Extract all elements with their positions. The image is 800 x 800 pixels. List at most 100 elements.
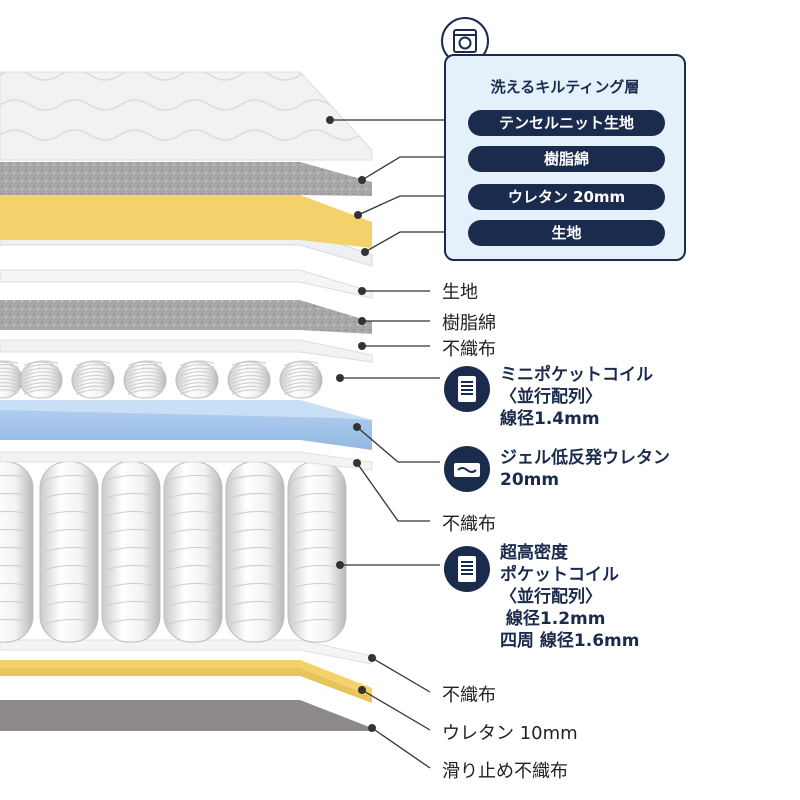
- coil-stripe: [283, 367, 319, 374]
- coil-stripe: [167, 474, 219, 481]
- leader-dots: [326, 116, 376, 732]
- label-nonwoven-1: 不織布: [442, 339, 496, 360]
- coil-stripe: [23, 360, 59, 367]
- coil-stripe: [23, 378, 59, 385]
- coil-stripe: [179, 374, 215, 381]
- coil-stripe: [127, 360, 163, 367]
- washable-quilting-layer-box: 洗えるキルティング層 テンセルニット生地 樹脂綿 ウレタン 20mm 生地: [444, 54, 686, 261]
- coil-stripe: [0, 528, 30, 533]
- pocket-coil: [39, 461, 99, 643]
- pocket-coil: [0, 461, 34, 643]
- coil-stripe: [167, 528, 219, 535]
- box-item-fabric: 生地: [468, 220, 665, 246]
- coil-stripe: [23, 367, 59, 374]
- coil-stripe: [0, 378, 19, 383]
- coil-stripe: [229, 528, 281, 535]
- coil-stripe: [105, 474, 157, 481]
- coil-stripe: [0, 371, 19, 375]
- coil-stripe: [283, 378, 319, 385]
- coil-stripe: [127, 389, 163, 395]
- label-urethane-10mm: ウレタン 10mm: [442, 723, 578, 744]
- pocket-coil-icon: [444, 546, 490, 592]
- box-title: 洗えるキルティング層: [490, 78, 640, 96]
- coil-stripe: [283, 371, 319, 377]
- coil-stripe: [167, 546, 219, 553]
- label-gel-urethane: ジェル低反発ウレタン 20mm: [500, 448, 670, 490]
- coil-stripe: [43, 492, 95, 499]
- coil-stripe: [283, 364, 319, 370]
- coil-stripe: [0, 474, 30, 479]
- coil-stripe: [23, 364, 59, 370]
- coil-stripe: [105, 564, 157, 571]
- coil-stripe: [75, 364, 111, 370]
- coil-stripe: [75, 374, 111, 381]
- coil-stripe: [127, 364, 163, 370]
- coil-stripe: [291, 600, 343, 607]
- quilt-urethane-layer: [0, 195, 372, 248]
- mini-coil-icon: [444, 366, 490, 412]
- coil-stripe: [105, 582, 157, 589]
- coil-stripe: [179, 364, 215, 370]
- coil-stripe: [23, 371, 59, 377]
- coil-stripe: [231, 382, 267, 388]
- mini-coil: [175, 361, 219, 399]
- mini-coil: [227, 361, 271, 399]
- coil-stripe: [105, 528, 157, 535]
- coil-stripe: [43, 546, 95, 553]
- coil-stripe: [75, 371, 111, 377]
- coil-stripe: [229, 618, 281, 625]
- coil-stripe: [179, 367, 215, 374]
- coil-stripe: [231, 374, 267, 381]
- coil-stripe: [43, 582, 95, 589]
- coil-stripe: [167, 492, 219, 499]
- coil-stripe: [75, 360, 111, 367]
- tencel-knit-layer: [0, 71, 373, 161]
- coil-stripe: [291, 582, 343, 589]
- coil-stripe: [291, 546, 343, 553]
- coil-stripe: [231, 360, 267, 367]
- coil-stripe: [0, 382, 19, 386]
- coil-stripe: [283, 389, 319, 395]
- pocket-coil: [101, 461, 161, 643]
- coil-stripe: [105, 492, 157, 499]
- coil-stripe: [75, 382, 111, 388]
- label-fabric: 生地: [442, 282, 478, 303]
- coil-stripe: [167, 510, 219, 517]
- coil-stripe: [0, 582, 30, 587]
- coil-stripe: [0, 510, 30, 515]
- coil-stripe: [105, 618, 157, 625]
- coil-stripe: [0, 492, 30, 497]
- coil-stripe: [43, 528, 95, 535]
- coil-stripe: [0, 564, 30, 569]
- coil-stripe: [127, 382, 163, 388]
- coil-stripe: [283, 382, 319, 388]
- coil-stripe: [0, 618, 30, 623]
- coil-stripe: [43, 600, 95, 607]
- coil-stripe: [291, 492, 343, 499]
- coil-stripe: [167, 600, 219, 607]
- coil-stripe: [127, 367, 163, 374]
- pocket-coil: [287, 461, 347, 643]
- mini-coil: [19, 361, 63, 399]
- fabric-layer: [0, 269, 373, 299]
- coil-stripe: [167, 564, 219, 571]
- mini-coil: [123, 361, 167, 399]
- label-nonwoven-2: 不織布: [442, 514, 496, 535]
- coil-stripe: [179, 382, 215, 388]
- coil-stripe: [229, 582, 281, 589]
- coil-stripe: [291, 510, 343, 517]
- coil-stripe: [127, 385, 163, 392]
- label-nonwoven-3: 不織布: [442, 685, 496, 706]
- coil-stripe: [0, 600, 30, 605]
- box-item-urethane: ウレタン 20mm: [468, 184, 665, 210]
- coil-stripe: [105, 600, 157, 607]
- coil-stripe: [231, 378, 267, 385]
- coil-stripe: [231, 385, 267, 392]
- coil-stripe: [283, 385, 319, 392]
- coil-stripe: [231, 371, 267, 377]
- coil-stripe: [0, 367, 19, 372]
- coil-stripe: [291, 618, 343, 625]
- coil-stripe: [283, 360, 319, 367]
- coil-stripe: [167, 582, 219, 589]
